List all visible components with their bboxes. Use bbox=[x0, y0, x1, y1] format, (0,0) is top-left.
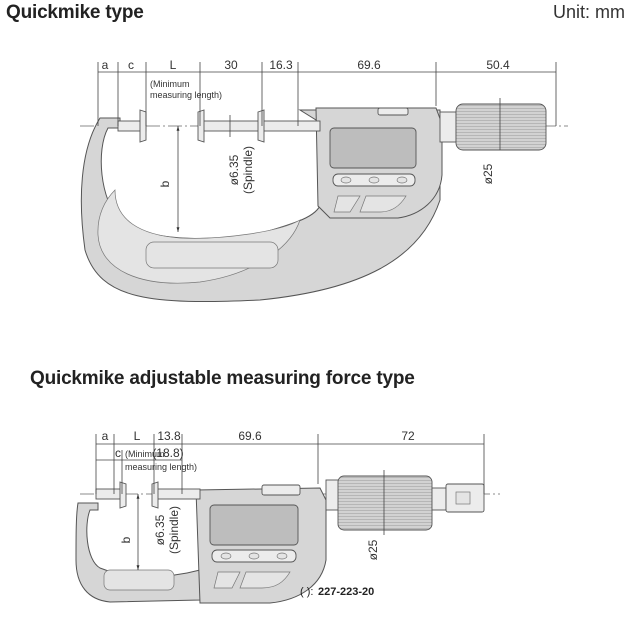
dim2-13-8: 13.8 bbox=[157, 429, 181, 443]
button-2a bbox=[220, 552, 232, 560]
ratchet-neck-2 bbox=[431, 487, 447, 511]
dim2-thimble-dia: ø25 bbox=[366, 539, 380, 560]
dim2-b: b bbox=[119, 536, 133, 543]
note-model: 227-223-20 bbox=[318, 586, 374, 598]
spindle-disc-1 bbox=[197, 109, 205, 143]
dim1-50-4: 50.4 bbox=[486, 58, 510, 72]
section2-title: Quickmike adjustable measuring force typ… bbox=[30, 368, 415, 389]
dim1-spindle-label: (Spindle) bbox=[241, 146, 255, 194]
dim2-72: 72 bbox=[401, 429, 415, 443]
note-paren: ( ): bbox=[300, 586, 313, 598]
ratchet-mark-1 bbox=[333, 195, 361, 213]
lcd-display-1 bbox=[329, 127, 417, 169]
lock-button-1 bbox=[377, 107, 409, 116]
spindle-disc-1b bbox=[257, 109, 265, 143]
button-1a bbox=[340, 176, 352, 184]
heat-insulator-1 bbox=[145, 241, 279, 269]
dim1-minlen-1: (Minimum bbox=[150, 79, 190, 89]
heat-insulator-2 bbox=[103, 569, 175, 591]
dim1-16-3: 16.3 bbox=[269, 58, 293, 72]
grip-mark-2 bbox=[239, 571, 291, 589]
dimensions-2 bbox=[95, 434, 485, 570]
button-2b bbox=[248, 552, 260, 560]
dim2-a: a bbox=[102, 429, 109, 443]
ratchet-mark-2 bbox=[213, 571, 241, 589]
dim1-c: c bbox=[128, 58, 134, 72]
button-1c bbox=[396, 176, 408, 184]
thimble-2 bbox=[337, 475, 433, 531]
anvil-disc-1 bbox=[139, 109, 147, 143]
spindle-2 bbox=[153, 488, 201, 500]
dim1-30: 30 bbox=[224, 58, 238, 72]
dim1-spindle-dia: ø6.35 bbox=[227, 154, 241, 185]
dim2-minlen-2: measuring length) bbox=[125, 462, 197, 472]
lock-button-2 bbox=[261, 484, 301, 496]
dim1-69-6: 69.6 bbox=[357, 58, 381, 72]
micrometer-1 bbox=[80, 103, 568, 303]
dim2-18-8: (18.8) bbox=[152, 446, 183, 460]
dim1-b: b bbox=[158, 180, 172, 187]
lcd-display-2 bbox=[209, 504, 299, 546]
section1-title: Quickmike type bbox=[6, 2, 144, 23]
unit-label: Unit: mm bbox=[553, 2, 625, 22]
dim2-L: L bbox=[134, 429, 141, 443]
anvil-disc-2 bbox=[119, 481, 127, 509]
dim2-minlen-1: (Minimum bbox=[125, 449, 165, 459]
dim1-a: a bbox=[102, 58, 109, 72]
dimensions-1 bbox=[97, 62, 557, 232]
button-1b bbox=[368, 176, 380, 184]
dim2-69-6: 69.6 bbox=[238, 429, 262, 443]
dim1-L: L bbox=[170, 58, 177, 72]
spindle-disc-2 bbox=[151, 481, 159, 509]
ratchet-window-2 bbox=[455, 491, 471, 505]
button-2c bbox=[276, 552, 288, 560]
grip-mark-1 bbox=[359, 195, 407, 213]
sleeve-1 bbox=[439, 111, 457, 143]
dim1-minlen-2: measuring length) bbox=[150, 90, 222, 100]
micrometer-2 bbox=[75, 475, 500, 604]
dim2-c: c bbox=[115, 446, 121, 460]
dim2-spindle-dia: ø6.35 bbox=[153, 514, 167, 545]
dim1-thimble-dia: ø25 bbox=[481, 163, 495, 184]
dim2-spindle-label: (Spindle) bbox=[167, 506, 181, 554]
thimble-1 bbox=[455, 103, 547, 151]
anvil-2 bbox=[95, 488, 123, 500]
